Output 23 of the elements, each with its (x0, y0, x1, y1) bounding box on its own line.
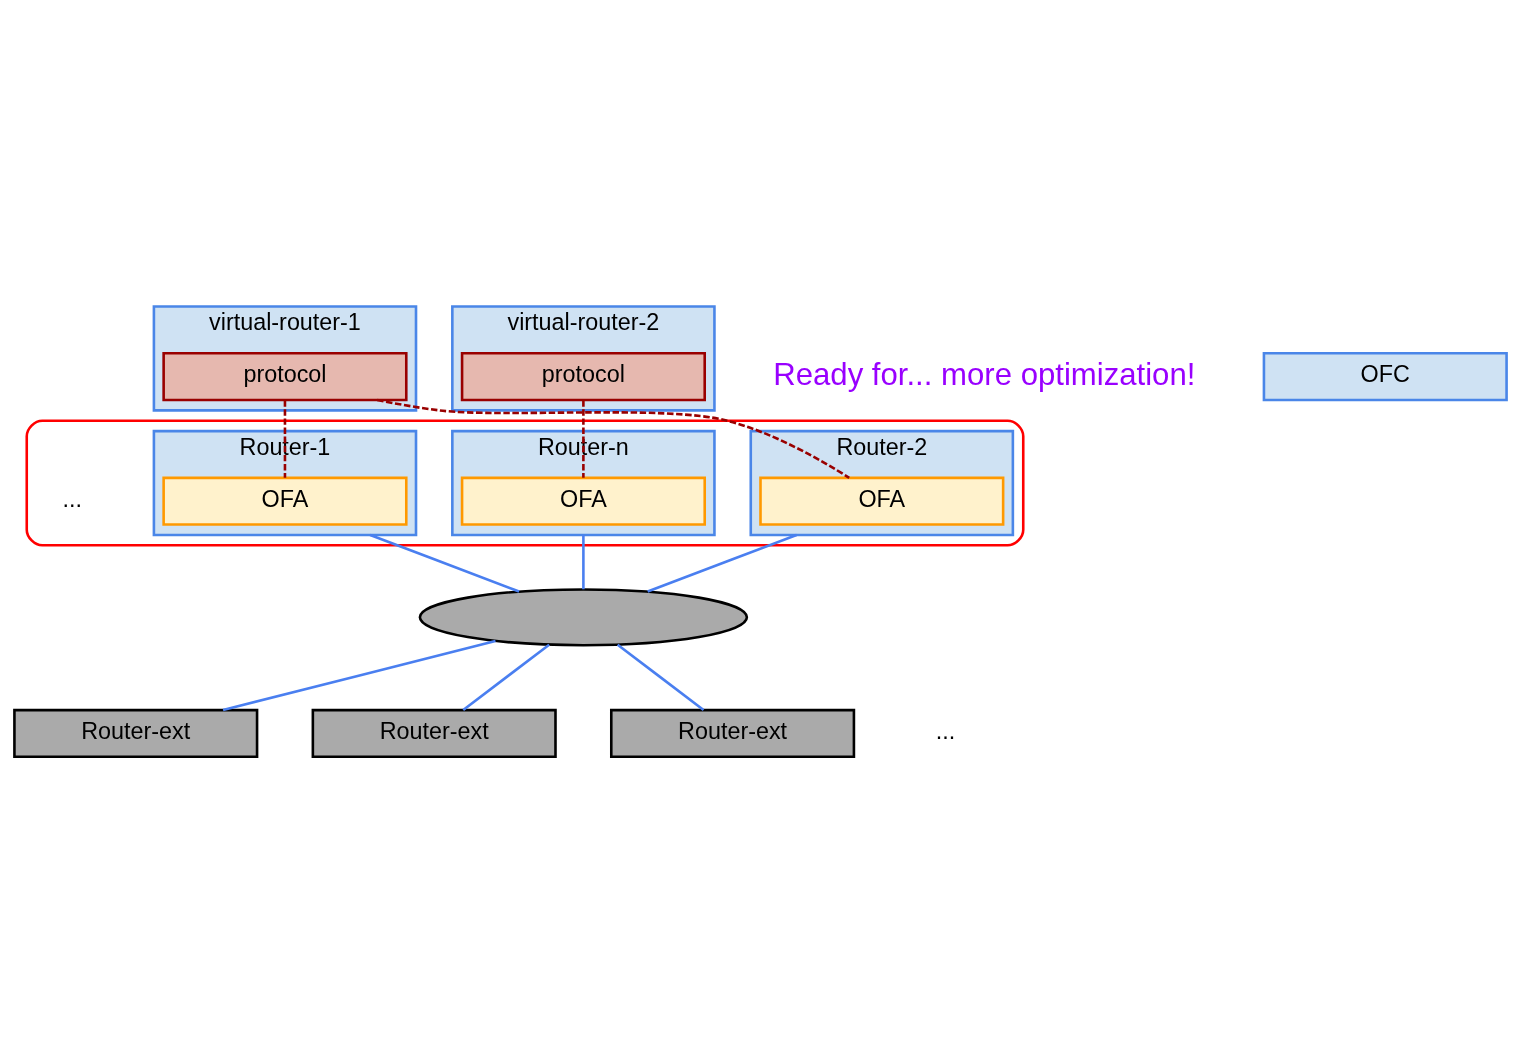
node-box: OFA (460, 476, 706, 526)
connector (647, 533, 798, 593)
node-box: protocol (460, 351, 706, 401)
node-box: Router-ext (610, 708, 856, 758)
node-cloud (418, 587, 749, 646)
connector (616, 643, 705, 711)
connector (283, 399, 287, 478)
connector (582, 534, 585, 589)
node-box: OFC (1262, 351, 1508, 401)
connector (376, 398, 850, 479)
node-box: Router-ext (311, 708, 557, 758)
label: ... (935, 717, 956, 744)
node-box: OFA (759, 476, 1005, 526)
label: Ready for... more optimization! (773, 356, 1196, 392)
connector (222, 639, 496, 711)
label: ... (62, 485, 82, 512)
cluster (25, 418, 1025, 547)
connector (582, 399, 585, 478)
node-box: OFA (162, 476, 408, 526)
connector (462, 643, 550, 711)
node-box: Router-ext (13, 708, 259, 758)
node-box: protocol (162, 351, 408, 401)
connector (369, 533, 520, 593)
